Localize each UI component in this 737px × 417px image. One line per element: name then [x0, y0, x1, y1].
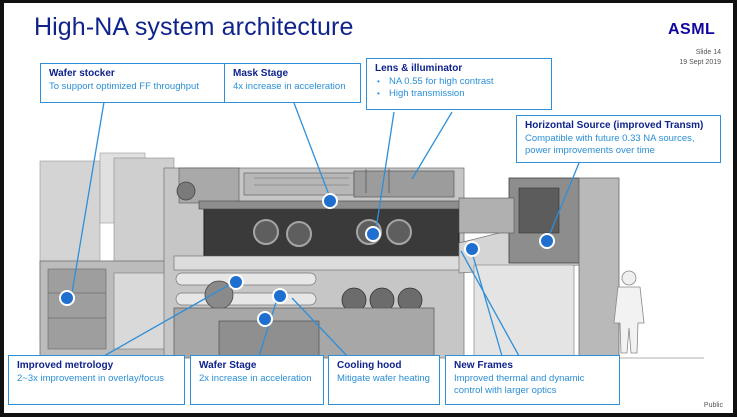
marker-wafer-stocker [59, 290, 75, 306]
callout-wafer-stage: Wafer Stage 2x increase in acceleration [190, 355, 324, 405]
page-title: High-NA system architecture [34, 13, 354, 41]
callout-title: Improved metrology [17, 360, 114, 371]
callout-list-item: High transmission [377, 88, 543, 101]
callout-list-item: NA 0.55 for high contrast [377, 76, 543, 89]
callout-title: Wafer stocker [49, 68, 115, 79]
slide-number: Slide 14 [695, 49, 721, 56]
callout-text: power improvements over time [525, 145, 655, 156]
callout-improved-metrology: Improved metrology 2~3x improvement in o… [8, 355, 185, 405]
machine-illustration [39, 152, 704, 360]
callout-text: 2~3x improvement in overlay/focus [17, 372, 165, 384]
callout-mask-stage: Mask Stage 4x increase in acceleration [224, 63, 361, 103]
callout-text: To support optimized FF throughput [49, 80, 199, 92]
callout-title: New Frames [454, 360, 513, 371]
callout-new-frames: New Frames Improved thermal and dynamic … [445, 355, 620, 405]
callout-list: NA 0.55 for high contrast High transmiss… [375, 76, 543, 101]
marker-cooling-hood [272, 288, 288, 304]
slide: High-NA system architecture ASML Slide 1… [4, 3, 733, 413]
marker-frames [464, 241, 480, 257]
marker-metrology [228, 274, 244, 290]
marker-lens [365, 226, 381, 242]
callout-text: Mitigate wafer heating [337, 372, 430, 384]
callout-title: Cooling hood [337, 360, 402, 371]
marker-mask-stage [322, 193, 338, 209]
asml-logo: ASML [668, 21, 716, 38]
callout-text: Compatible with future 0.33 NA sources, [525, 132, 695, 144]
callout-text: control with larger optics [454, 385, 557, 396]
callout-text: Improved thermal and dynamic [454, 372, 585, 384]
callout-wafer-stocker: Wafer stocker To support optimized FF th… [40, 63, 227, 103]
callout-text: 2x increase in acceleration [199, 372, 312, 384]
slide-date: 19 Sept 2019 [679, 59, 721, 66]
marker-wafer-stage [257, 311, 273, 327]
marker-source [539, 233, 555, 249]
callout-title: Lens & illuminator [375, 63, 463, 74]
callout-horizontal-source: Horizontal Source (improved Transm) Comp… [516, 115, 721, 163]
callout-cooling-hood: Cooling hood Mitigate wafer heating [328, 355, 440, 405]
callout-text: 4x increase in acceleration [233, 80, 346, 92]
callout-title: Horizontal Source (improved Transm) [525, 120, 704, 131]
leader-lines [71, 101, 580, 359]
classification-label: Public [703, 402, 723, 409]
callout-title: Wafer Stage [199, 360, 257, 371]
callout-lens-illuminator: Lens & illuminator NA 0.55 for high cont… [366, 58, 552, 110]
callout-title: Mask Stage [233, 68, 289, 79]
